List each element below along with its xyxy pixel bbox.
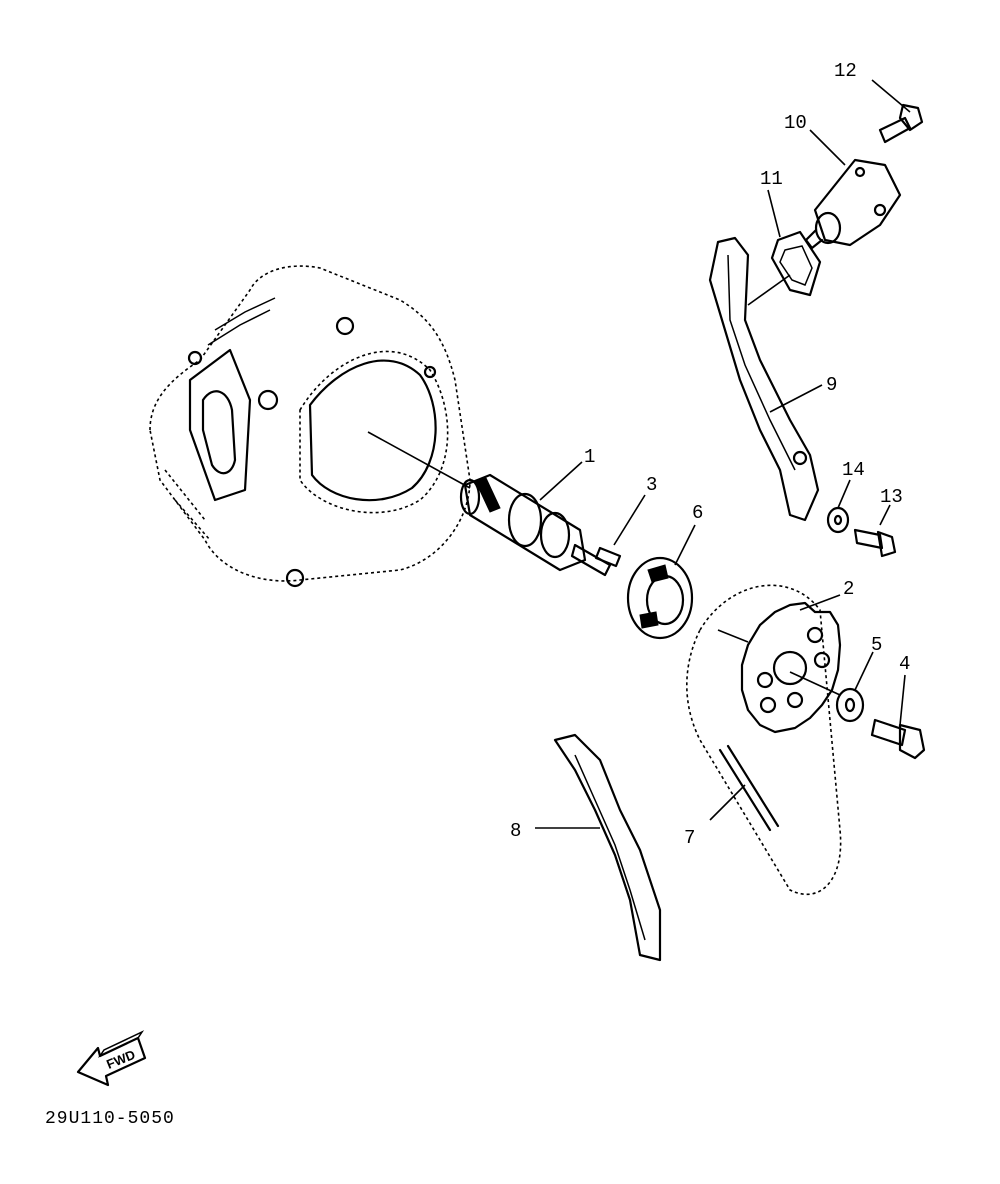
callout-14: 14 bbox=[842, 459, 865, 481]
camshaft bbox=[459, 473, 612, 577]
callout-9: 9 bbox=[826, 374, 837, 396]
dowel-pin bbox=[594, 546, 622, 568]
tensioner-bolt bbox=[878, 103, 924, 144]
washer bbox=[835, 687, 865, 723]
leader-lines bbox=[367, 79, 911, 829]
callout-13: 13 bbox=[880, 486, 903, 508]
callout-4: 4 bbox=[899, 653, 910, 675]
callout-6: 6 bbox=[692, 502, 703, 524]
chain-guide bbox=[553, 733, 662, 962]
callout-8: 8 bbox=[510, 820, 521, 842]
cam-sprocket bbox=[740, 601, 842, 734]
guide-washer bbox=[826, 506, 850, 534]
callout-5: 5 bbox=[871, 634, 882, 656]
callout-1: 1 bbox=[584, 446, 595, 468]
tensioner-gasket bbox=[770, 230, 822, 297]
callout-10: 10 bbox=[784, 112, 807, 134]
callout-12: 12 bbox=[834, 60, 857, 82]
fwd-arrow-icon: FWD bbox=[76, 1030, 147, 1087]
sprocket-bolt bbox=[870, 718, 926, 760]
callout-11: 11 bbox=[760, 168, 783, 190]
drawing-code: 29U110-5050 bbox=[45, 1109, 175, 1129]
cylinder-head-outline bbox=[149, 265, 471, 588]
callout-3: 3 bbox=[646, 474, 657, 496]
cam-chain bbox=[686, 584, 842, 896]
callout-2: 2 bbox=[843, 578, 854, 600]
cam-gear-ring bbox=[626, 556, 694, 640]
chain-tensioner bbox=[804, 158, 902, 250]
tensioner-guide bbox=[708, 236, 820, 522]
guide-bolt bbox=[853, 528, 897, 558]
callout-7: 7 bbox=[684, 827, 695, 849]
